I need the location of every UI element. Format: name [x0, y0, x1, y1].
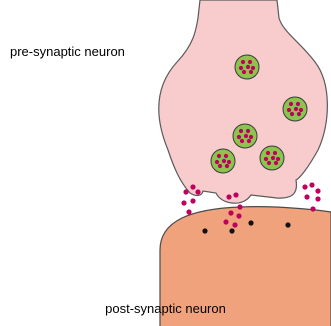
neurotransmitter-dot [249, 70, 253, 74]
vesicle [233, 124, 257, 148]
neurotransmitter-dot [289, 102, 293, 106]
neurotransmitter-dot [271, 156, 275, 160]
neurotransmitter-dot [217, 154, 221, 158]
neurotransmitter-dot [246, 129, 250, 133]
neurotransmitter-dot [215, 160, 219, 164]
neurotransmitter-dot [239, 129, 243, 133]
neurotransmitter-release-right [302, 182, 320, 211]
neurotransmitter-dot [227, 160, 231, 164]
neurotransmitter-dot [222, 159, 226, 163]
neurotransmitter-dot [242, 70, 246, 74]
neurotransmitter-dot [264, 157, 268, 161]
neurotransmitter-dot [296, 102, 300, 106]
neurotransmitter-dot [248, 60, 252, 64]
neurotransmitter-dot [218, 164, 222, 168]
neurotransmitter-dot [267, 161, 271, 165]
neurotransmitter-dot [251, 66, 255, 70]
vesicle [283, 97, 307, 121]
vesicle [235, 55, 259, 79]
neurotransmitter-dot [290, 112, 294, 116]
neurotransmitter-dot [237, 135, 241, 139]
neurotransmitter-dot [247, 139, 251, 143]
post-synaptic-neuron-label: post-synaptic neuron [0, 301, 331, 316]
neurotransmitter-dot [266, 151, 270, 155]
neurotransmitter-dot [273, 151, 277, 155]
neurotransmitter-dot [249, 135, 253, 139]
neurotransmitter-dot [241, 60, 245, 64]
neurotransmitter-dot [299, 108, 303, 112]
neurotransmitter-dot [225, 164, 229, 168]
neurotransmitter-dot [287, 108, 291, 112]
neurotransmitter-dot [274, 161, 278, 165]
pre-synaptic-neuron-label: pre-synaptic neuron [10, 44, 125, 59]
neurotransmitter-dot [240, 139, 244, 143]
neurotransmitter-dot [239, 66, 243, 70]
neurotransmitter-dot [246, 65, 250, 69]
neurotransmitter-dot [294, 107, 298, 111]
neurotransmitter-dot [276, 157, 280, 161]
neurotransmitter-dot [224, 154, 228, 158]
neurotransmitter-dot [244, 134, 248, 138]
neurotransmitter-dot [297, 112, 301, 116]
vesicle [260, 146, 284, 170]
vesicle [211, 149, 235, 173]
